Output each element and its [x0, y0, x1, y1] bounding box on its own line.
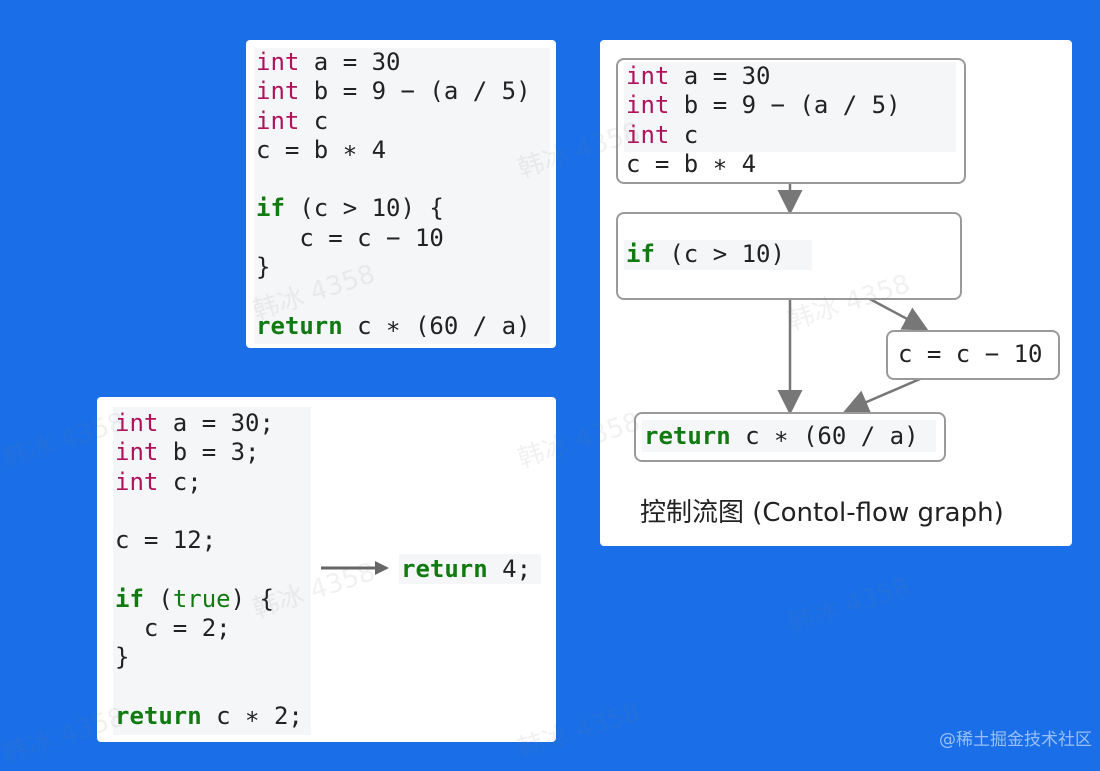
edge-assign-return: [843, 377, 921, 414]
result-code-bg: [399, 554, 541, 584]
code-token: }: [256, 253, 271, 282]
code-token: int: [256, 106, 300, 135]
code-token: b = 3;: [158, 438, 260, 467]
code-token: if: [626, 240, 655, 268]
code-line: [256, 282, 531, 311]
code-line: c = b ∗ 4: [256, 136, 531, 165]
code-token: c = 2;: [115, 614, 231, 643]
code-line: int b = 3;: [115, 438, 303, 467]
code-line: if (c > 10) {: [256, 194, 531, 223]
code-line: c = 2;: [115, 614, 303, 643]
code-token: c;: [158, 467, 202, 496]
watermark: 韩冰 4358: [784, 572, 914, 640]
code-token: c ∗ (60 / a): [342, 311, 531, 340]
code-token: c: [299, 106, 329, 135]
cfg-edges: [777, 182, 929, 415]
code-token: int: [626, 120, 670, 149]
code-token: c = c − 10: [898, 340, 1043, 368]
code-token: int: [626, 62, 670, 90]
code-line: int b = 9 − (a / 5): [256, 77, 531, 106]
source-code-bg: [254, 48, 550, 344]
code-line: [115, 673, 303, 702]
code-line: int a = 30: [256, 48, 531, 77]
code-token: b = 9 − (a / 5): [669, 91, 901, 120]
cfg-caption: 控制流图 (Contol-flow graph): [640, 498, 1004, 528]
code-token: int: [256, 48, 300, 76]
code-token: if: [115, 584, 144, 613]
cfg-block-if: if (c > 10): [616, 212, 962, 300]
code-line: int a = 30;: [115, 409, 303, 438]
code-line: return c ∗ (60 / a): [256, 312, 531, 341]
code-line: [256, 165, 531, 194]
code-token: int: [626, 91, 670, 120]
optimized-result: return 4;: [401, 555, 531, 584]
code-token: int: [256, 77, 300, 106]
code-line: c = b ∗ 4: [626, 150, 901, 179]
code-token: int: [115, 467, 159, 496]
code-line: [115, 497, 303, 526]
code-token: a = 30: [299, 48, 401, 76]
code-token: }: [115, 643, 130, 672]
code-line: int c;: [115, 468, 303, 497]
optimized-code-bg: [113, 407, 311, 735]
code-token: true: [172, 584, 231, 613]
code-token: (: [143, 584, 173, 613]
code-token: int: [115, 409, 159, 437]
code-token: int: [115, 438, 159, 467]
code-line: c = c − 10: [256, 224, 531, 253]
code-token: c = c − 10: [256, 223, 444, 252]
site-footer: @稀土掘金技术社区: [939, 730, 1092, 750]
code-token: b = 9 − (a / 5): [299, 77, 531, 106]
code-token: a = 30;: [158, 409, 274, 437]
code-token: 4;: [487, 555, 532, 583]
code-token: c = b ∗ 4: [626, 149, 757, 178]
code-token: return: [644, 422, 731, 450]
code-token: return: [115, 701, 202, 730]
code-token: (c > 10) {: [284, 194, 444, 223]
code-line: }: [115, 643, 303, 672]
edge-if-assign: [867, 296, 929, 331]
optimized-code-panel: int a = 30;int b = 3;int c;c = 12;if (tr…: [97, 397, 556, 742]
code-token: c = b ∗ 4: [256, 135, 387, 164]
code-token: return: [256, 311, 343, 340]
code-line: return c ∗ 2;: [115, 702, 303, 731]
code-token: c ∗ 2;: [201, 701, 303, 730]
code-line: if (true) {: [115, 585, 303, 614]
cfg-block-return: return c ∗ (60 / a): [634, 412, 946, 462]
code-line: [115, 555, 303, 584]
code-token: c ∗ (60 / a): [730, 422, 919, 450]
code-line: int c: [256, 107, 531, 136]
code-token: if: [256, 194, 285, 223]
code-token: a = 30: [669, 62, 771, 90]
code-line: }: [256, 253, 531, 282]
code-token: ) {: [230, 584, 274, 613]
optimized-code: int a = 30;int b = 3;int c;c = 12;if (tr…: [115, 409, 303, 731]
code-token: return: [401, 555, 488, 583]
right-arrow-icon: [321, 561, 389, 575]
cfg-block-assign: c = c − 10: [886, 330, 1060, 380]
code-token: c: [669, 120, 699, 149]
code-token: c = 12;: [115, 526, 217, 555]
code-line: int a = 30: [626, 62, 901, 91]
code-line: c = 12;: [115, 526, 303, 555]
code-line: int b = 9 − (a / 5): [626, 91, 901, 120]
code-line: int c: [626, 121, 901, 150]
code-token: (c > 10): [654, 240, 785, 268]
